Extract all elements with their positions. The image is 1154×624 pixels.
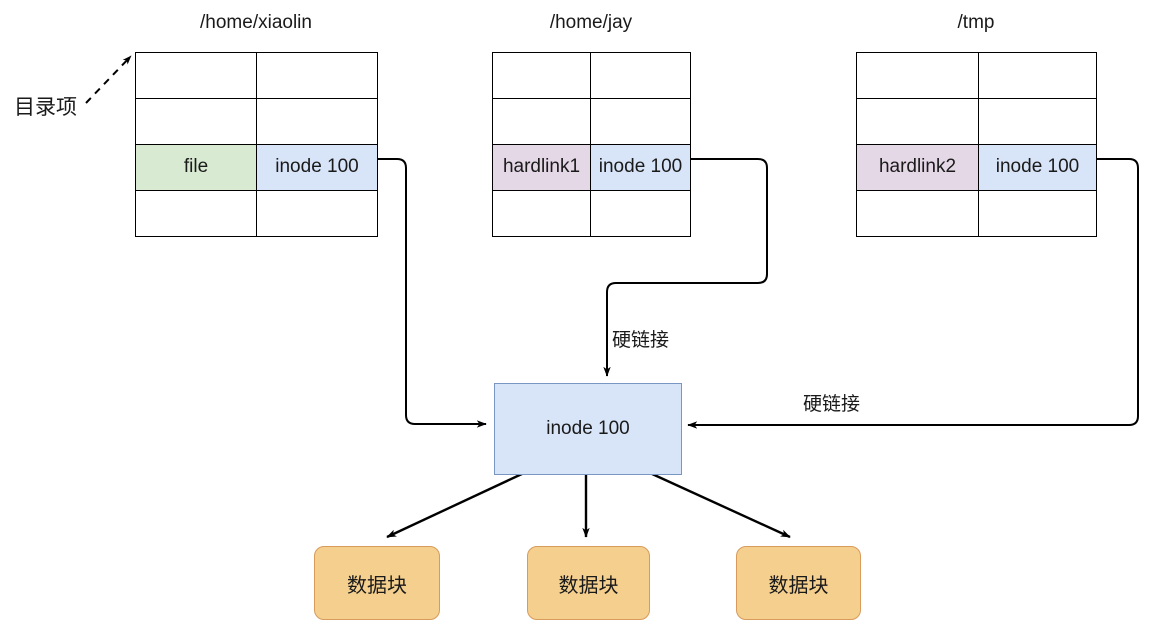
- dir-cell-inode: [590, 52, 691, 99]
- dir-cell-name-file: file: [135, 144, 257, 191]
- dir-cell-inode: [978, 190, 1097, 237]
- inode-node: inode 100: [494, 383, 682, 475]
- dir-cell-inode-hardlink1: inode 100: [590, 144, 691, 191]
- table-row: [856, 52, 1097, 99]
- table-row: [492, 52, 691, 99]
- dir-cell-inode: [978, 98, 1097, 145]
- data-block-3: 数据块: [736, 546, 861, 620]
- dir-cell-inode: [256, 190, 378, 237]
- table-row-highlighted: hardlink2 inode 100: [856, 144, 1097, 191]
- dir-cell-name: [135, 190, 257, 237]
- dir-cell-inode: [256, 52, 378, 99]
- data-block-2: 数据块: [527, 546, 650, 620]
- table-title-home-xiaolin: /home/xiaolin: [200, 12, 312, 33]
- dir-cell-name: [135, 98, 257, 145]
- directory-table-home-jay: hardlink1 inode 100: [492, 52, 691, 237]
- dir-cell-name-hardlink2: hardlink2: [856, 144, 979, 191]
- table-row-highlighted: file inode 100: [135, 144, 378, 191]
- dir-cell-name: [856, 190, 979, 237]
- table-row-highlighted: hardlink1 inode 100: [492, 144, 691, 191]
- table-row: [135, 98, 378, 145]
- table-title-home-jay: /home/jay: [549, 12, 633, 33]
- dir-cell-name: [856, 52, 979, 99]
- table-row: [135, 190, 378, 237]
- dir-cell-inode-hardlink2: inode 100: [978, 144, 1097, 191]
- link-inode-to-datablock-3: [649, 471, 791, 539]
- directory-entry-label: 目录项: [14, 96, 77, 119]
- link-inode-to-datablock-1: [386, 471, 525, 539]
- dir-cell-name: [135, 52, 257, 99]
- dir-cell-inode: [256, 98, 378, 145]
- hardlink-right-label: 硬链接: [803, 394, 861, 415]
- directory-entry-pointer: [85, 55, 132, 104]
- dir-cell-name: [492, 190, 591, 237]
- hardlink-center-label: 硬链接: [612, 330, 670, 351]
- table-row: [856, 98, 1097, 145]
- table-title-tmp: /tmp: [957, 12, 995, 33]
- dir-cell-inode-file: inode 100: [256, 144, 378, 191]
- dir-cell-name: [856, 98, 979, 145]
- table-row: [492, 98, 691, 145]
- dir-cell-inode: [590, 190, 691, 237]
- dir-cell-name: [492, 52, 591, 99]
- table-row: [492, 190, 691, 237]
- dir-cell-inode: [590, 98, 691, 145]
- dir-cell-inode: [978, 52, 1097, 99]
- table-row: [135, 52, 378, 99]
- table-row: [856, 190, 1097, 237]
- dir-cell-name-hardlink1: hardlink1: [492, 144, 591, 191]
- dir-cell-name: [492, 98, 591, 145]
- directory-table-home-xiaolin: file inode 100: [135, 52, 378, 237]
- directory-table-tmp: hardlink2 inode 100: [856, 52, 1097, 237]
- link-xiaolin-to-inode: [377, 158, 487, 428]
- data-block-1: 数据块: [314, 546, 440, 620]
